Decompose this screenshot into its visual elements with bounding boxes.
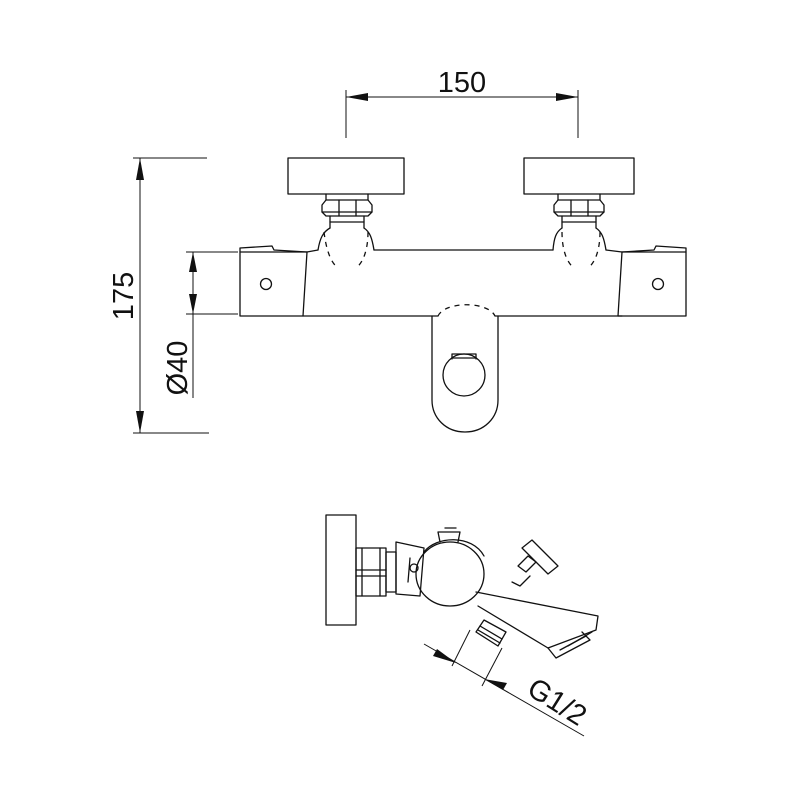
dimension-label-diameter-40: Ø40 (162, 341, 194, 396)
left-end-handle (239, 245, 308, 317)
bath-spout (431, 304, 499, 433)
side-hex-nut (355, 547, 397, 597)
right-end-handle (617, 245, 687, 317)
side-spout (475, 591, 599, 659)
side-view: G1/2 (325, 514, 599, 737)
side-thread-connector (475, 619, 507, 647)
front-view: 150 175 Ø40 (108, 67, 687, 434)
right-wall-connector (523, 157, 635, 251)
diverter-knob-icon (442, 353, 486, 397)
dimension-diameter-40: Ø40 (162, 251, 238, 398)
side-diverter-knob-icon (511, 539, 559, 587)
dimension-150: 150 (345, 67, 579, 138)
dimension-175: 175 (108, 157, 209, 434)
side-cylinder-body (409, 527, 485, 607)
dimension-label-175: 175 (108, 272, 140, 320)
side-wall-rosette (325, 514, 357, 626)
dimension-label-thread: G1/2 (522, 672, 592, 732)
left-wall-connector (287, 157, 405, 251)
mixer-body (302, 231, 623, 317)
dimension-label-150: 150 (438, 67, 486, 99)
